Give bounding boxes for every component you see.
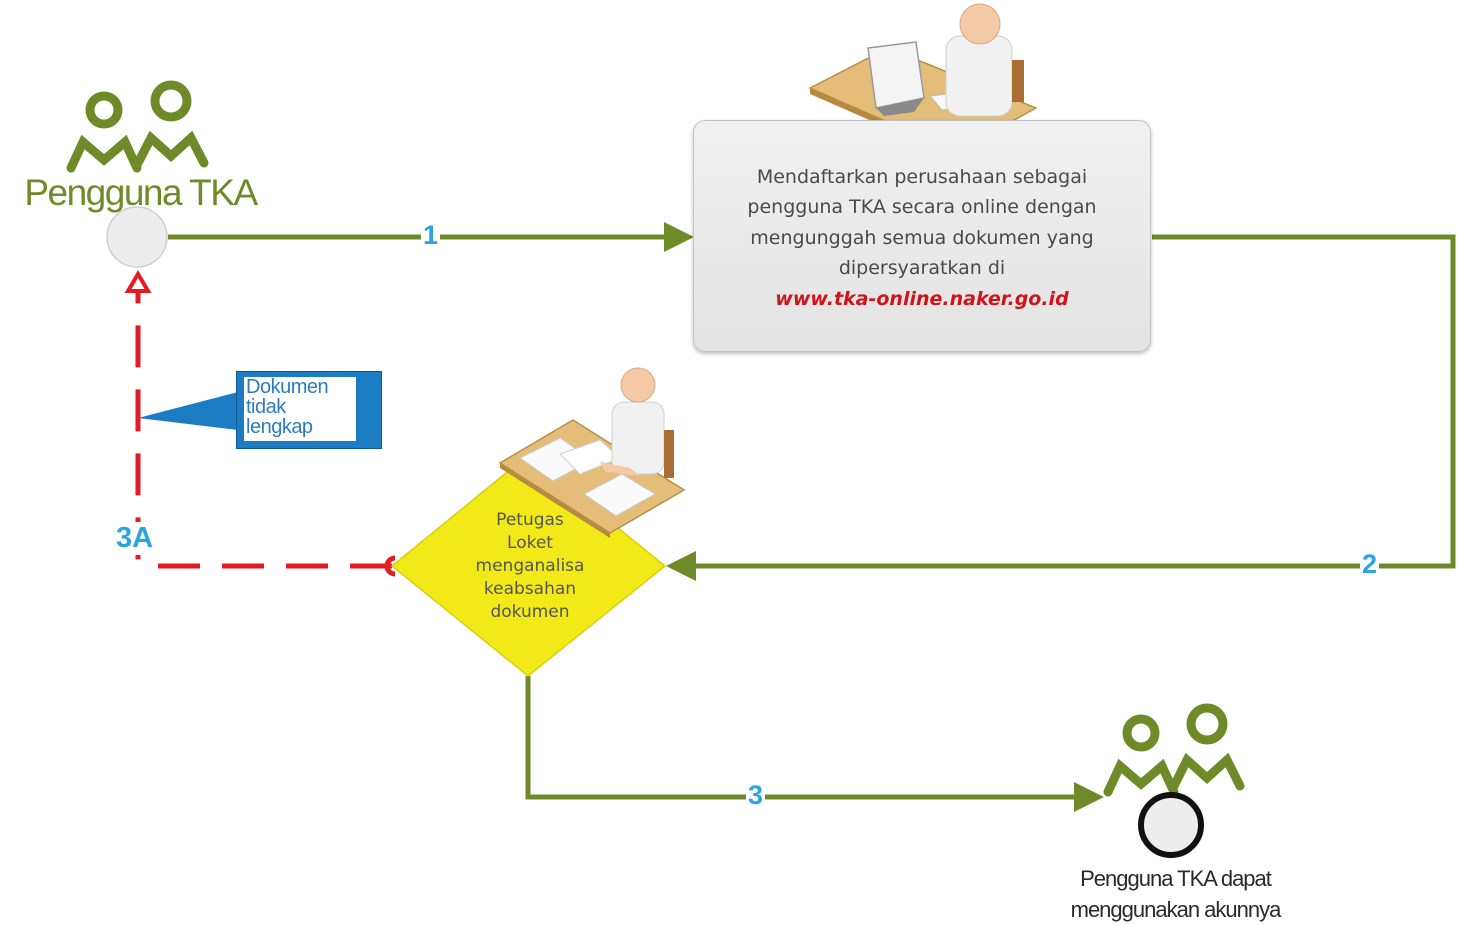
step-number-1: 1 [421,220,441,251]
end-node [1138,792,1204,858]
step-number-2: 2 [1360,549,1380,580]
note-line: tidak [246,396,286,418]
reject-arrow-head-icon [124,270,152,293]
note-text: Dokumen tidak lengkap [244,377,356,441]
users-end-icon [1103,703,1245,797]
note-line: lengkap [246,416,313,438]
flow-line-step-3a [135,290,392,569]
note-line: Dokumen [246,377,329,398]
reject-connector-icon [384,555,396,577]
start-node [106,206,168,268]
process-text-line: pengguna TKA secara online dengan [747,196,1097,219]
register-process-box: Mendaftarkan perusahaan sebagai pengguna… [693,120,1151,352]
start-actor-label: Pengguna TKA [24,172,258,213]
decision-label: Petugas Loket menganalisa keabsahan doku… [475,509,585,622]
flow-line-step-2 [666,234,1456,581]
process-text-line: Mendaftarkan perusahaan sebagai [756,165,1088,188]
officer-desk-icon [498,367,686,538]
process-text-line: mengunggah semua dokumen yang [750,226,1094,249]
registration-url[interactable]: www.tka-online.naker.go.id [775,287,1069,310]
decision-diamond [390,454,667,677]
flow-line-step-3 [525,676,1104,812]
users-icon [66,80,209,173]
process-text-line: dipersyaratkan di [838,257,1006,280]
step-number-3a: 3A [114,522,156,555]
step-number-3: 3 [746,780,766,811]
end-actor-label: Pengguna TKA dapat menggunakan akunnya [1070,866,1282,922]
incomplete-documents-note: Dokumen tidak lengkap [236,371,382,449]
note-callout-pointer [138,392,238,430]
